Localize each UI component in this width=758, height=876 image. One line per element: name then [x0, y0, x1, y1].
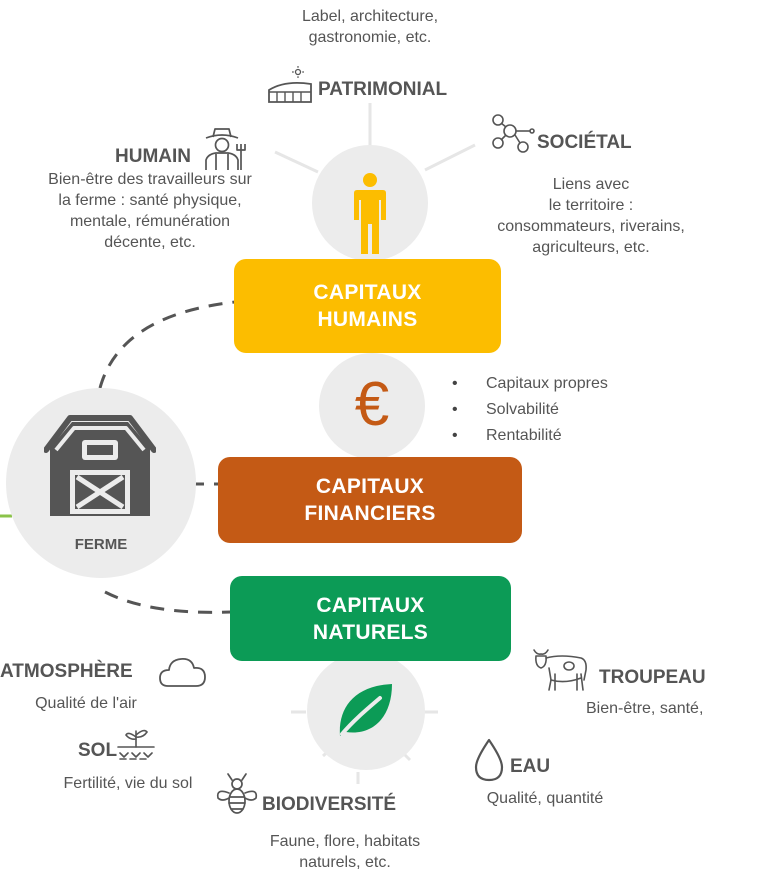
- sol-description: Fertilité, vie du sol: [63, 775, 193, 792]
- cloud-icon: [159, 658, 206, 687]
- network-people-icon: [492, 114, 535, 153]
- bee-icon: [216, 773, 258, 814]
- list-item: Capitaux propres: [452, 371, 608, 397]
- water-drop-icon: [474, 738, 504, 782]
- sprout-soil-icon: [117, 729, 155, 760]
- cow-icon: [533, 649, 587, 691]
- societal-title: SOCIÉTAL: [537, 132, 632, 153]
- leaf-icon: [339, 684, 392, 736]
- patrimonial-description: Label, architecture,gastronomie, etc.: [301, 8, 439, 46]
- atmosphere-title: ATMOSPHÈRE: [0, 661, 133, 682]
- troupeau-description: Bien-être, santé,: [586, 700, 704, 717]
- humain-title: HUMAIN: [115, 146, 191, 167]
- person-icon: [354, 173, 386, 254]
- dash-to-humains: [98, 300, 236, 389]
- eau-description: Qualité, quantité: [486, 790, 604, 807]
- dash-to-naturels: [104, 590, 232, 614]
- list-item: Rentabilité: [452, 423, 608, 449]
- list-item: Solvabilité: [452, 397, 608, 423]
- eau-title: EAU: [510, 756, 551, 777]
- ferme-label: FERME: [74, 536, 128, 553]
- patrimonial-title: PATRIMONIAL: [318, 79, 448, 100]
- greenhouse-icon: [268, 66, 312, 103]
- financiers-circle: [319, 353, 425, 459]
- ray-humain: [274, 150, 319, 174]
- barn-icon: [44, 415, 156, 516]
- financiers-bullet-list: Capitaux propres Solvabilité Rentabilité: [452, 371, 608, 449]
- sol-title: SOL: [78, 740, 118, 761]
- euro-icon: €: [354, 370, 390, 439]
- troupeau-title: TROUPEAU: [599, 667, 706, 688]
- atmosphere-description: Qualité de l'air: [35, 695, 137, 712]
- farmer-icon: [205, 128, 246, 170]
- ray-societal: [424, 143, 476, 172]
- biodiversite-title: BIODIVERSITÉ: [262, 794, 397, 815]
